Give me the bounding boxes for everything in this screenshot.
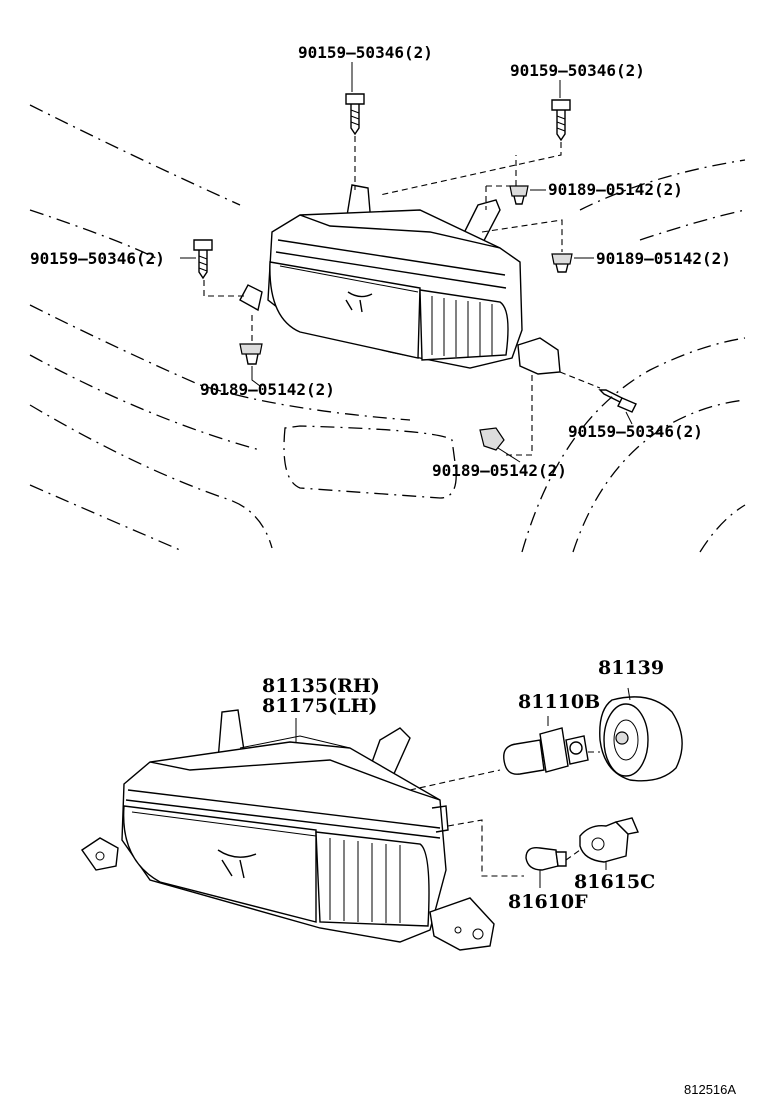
callout-clip-upper-right: 90189–05142(2) [548, 180, 683, 199]
bolt-90159-top-right [551, 99, 571, 142]
clip-90189-bottom [479, 427, 505, 451]
label-bulb-81610F: 81610F [508, 891, 588, 913]
headlamp-bulb-81110B [503, 716, 589, 775]
bolt-90159-top-left [345, 93, 365, 136]
callout-bolt-top-left: 90159–50346(2) [298, 43, 433, 62]
bulb-cover-81139 [599, 687, 683, 782]
upper-headlamp-assembly [239, 184, 561, 375]
label-headlamp-rh: 81135(RH) [262, 675, 380, 697]
callout-bolt-top-right: 90159–50346(2) [510, 61, 645, 80]
clip-90189-left [239, 343, 263, 365]
bolt-90159-left [193, 239, 213, 280]
label-bulb-81110B: 81110B [518, 691, 600, 713]
callout-bolt-left: 90159–50346(2) [30, 249, 165, 268]
bolt-90159-right-lower [598, 389, 637, 413]
callout-clip-bottom: 90189–05142(2) [432, 461, 567, 480]
lower-headlamp-unit [81, 709, 495, 951]
clip-90189-right [551, 253, 573, 273]
label-cover-81139: 81139 [598, 657, 664, 679]
callout-clip-left: 90189–05142(2) [200, 380, 335, 399]
clip-90189-upper-right [509, 185, 529, 205]
vehicle-body-outline [29, 104, 746, 553]
lower-leader-lines [295, 718, 600, 877]
upper-leader-lines [180, 62, 633, 463]
callout-clip-right: 90189–05142(2) [596, 249, 731, 268]
callout-bolt-right-lower: 90159–50346(2) [568, 422, 703, 441]
label-socket-81615C: 81615C [574, 871, 655, 893]
label-headlamp-lh: 81175(LH) [262, 695, 377, 717]
signal-bulb-81610F [525, 847, 567, 888]
socket-81615C [579, 817, 639, 870]
figure-id: 812516A [684, 1082, 736, 1097]
